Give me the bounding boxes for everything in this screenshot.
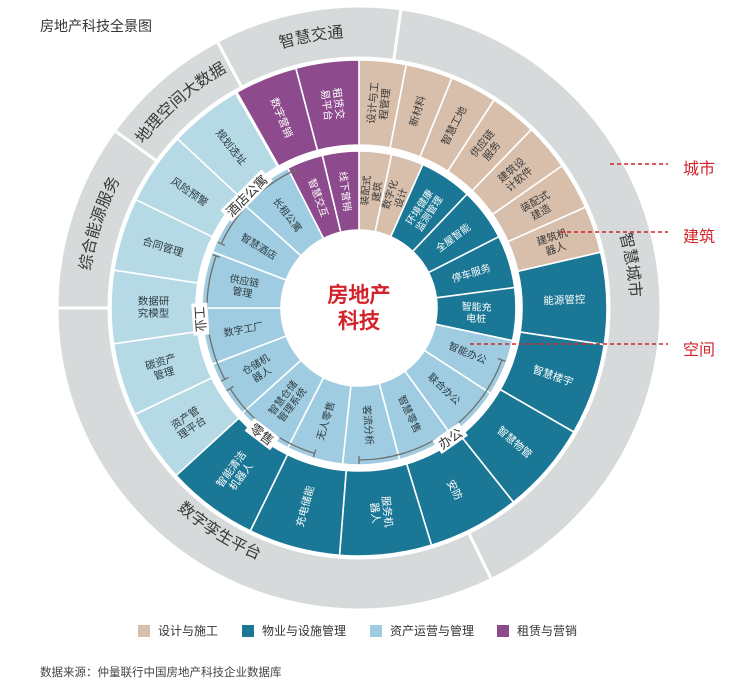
legend-leasing: 租赁与营销 [497,622,577,639]
legend-label-leasing: 租赁与营销 [517,624,578,638]
legend-swatch-property [242,624,254,637]
side-label-space: 空间 [683,342,716,359]
center-title-line: 科技 [338,309,381,333]
data-source-note: 数据来源：仲量联行中国房地产科技企业数据库 [40,667,282,679]
arc-retail-tick [226,385,234,392]
arc-retail-label-bg [244,418,280,451]
legend-swatch-design [138,624,150,637]
arc-industrial-label: 工业 [191,306,208,333]
leasing-item-label: 租赁交易平台 [318,87,347,122]
arc-office-label-bg [432,422,468,454]
side-label-city: 城市 [683,161,716,178]
page-title: 房地产科技全景图 [40,18,152,34]
outer-geo-bigdata-segment [112,39,244,164]
property-item-label: 服务机器人 [367,495,395,530]
legend-label-property: 物业与设施管理 [262,624,347,638]
property-sub-label: 智能充电桩 [461,300,492,326]
legend-design: 设计与施工 [138,622,218,639]
design-sub-label: 装配式建筑 [358,175,386,207]
asset-item-label: 数据研究模型 [138,295,170,320]
asset-sub-label: 客流分析 [360,405,376,446]
leasing-sub-segment [321,150,360,234]
center-circle [283,232,435,384]
arc-hotel-apartment-tick [292,166,298,175]
legend-label-asset: 资产运营与管理 [390,624,475,638]
legend-label-design: 设计与施工 [158,624,219,638]
arc-industrial-label-bg [191,302,210,336]
side-label-building: 建筑 [683,229,716,246]
arc-hotel-apartment-label-bg [220,169,273,222]
arc-hotel-apartment-tick [217,241,226,247]
center-title-line: 房地产 [328,283,391,307]
arc-retail-tick [312,449,317,458]
arc-industrial-tick [212,254,221,258]
legend-swatch-asset [370,624,382,637]
design-item-label: 设计与工程管理 [364,81,393,125]
legend-asset: 资产运营与管理 [370,622,474,639]
legend-property: 物业与设施管理 [242,622,346,639]
arc-industrial-tick [220,376,229,382]
real-estate-tech-diagram: 智慧交通智慧城市数字孪生平台综合能源服务地理空间大数据 设计与工程管理新材料智慧… [55,4,668,610]
arc-office-tick [497,358,506,362]
property-item-label: 能源管控 [543,293,586,308]
legend-swatch-leasing [497,624,509,637]
outer-smart-city-segment [392,7,663,582]
